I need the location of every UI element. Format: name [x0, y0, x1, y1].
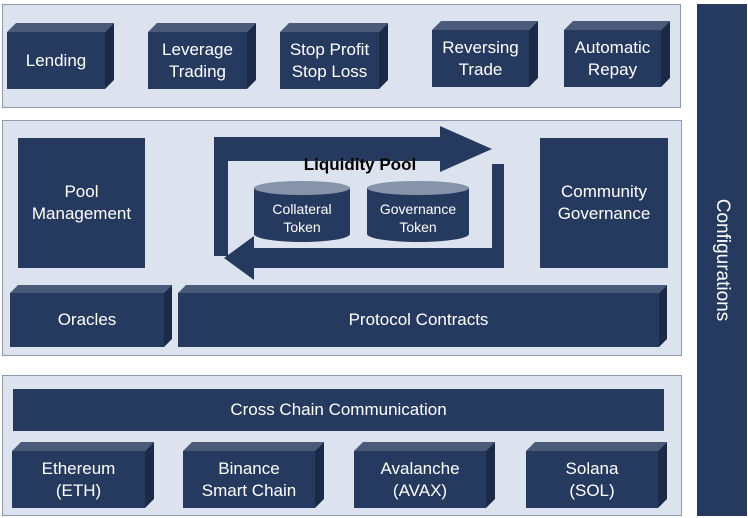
box-3d-shape [148, 23, 256, 89]
feature-label: Leverage Trading [148, 32, 247, 89]
feature-lending[interactable]: Lending [7, 23, 114, 89]
collateral-token-cylinder[interactable]: Collateral Token [254, 180, 350, 242]
configurations-label: Configurations [712, 198, 733, 322]
box-3d-shape [354, 442, 495, 508]
feature-label: Automatic Repay [564, 30, 661, 87]
chain-label: Avalanche (AVAX) [354, 451, 486, 508]
token-label: Collateral Token [272, 201, 332, 235]
oracles-label: Oracles [10, 293, 164, 347]
box-3d-shape [178, 285, 667, 347]
chain-avalanche[interactable]: Avalanche (AVAX) [354, 442, 495, 508]
box-3d-shape [432, 21, 538, 87]
feature-stop-profit-stop-loss[interactable]: Stop Profit Stop Loss [280, 23, 388, 89]
chain-binance-smart-chain[interactable]: Binance Smart Chain [183, 442, 324, 508]
cylinder-shape [254, 181, 350, 242]
protocol-contracts-box[interactable]: Protocol Contracts [178, 285, 667, 347]
token-label: Governance Token [379, 201, 457, 235]
chain-solana[interactable]: Solana (SOL) [526, 442, 667, 508]
box-3d-shape [526, 442, 667, 508]
box-3d-shape [12, 442, 154, 508]
chain-label: Solana (SOL) [526, 451, 658, 508]
chain-label: Ethereum (ETH) [12, 451, 145, 508]
box-3d-shape [280, 23, 388, 89]
governance-token-cylinder[interactable]: Governance Token [367, 180, 469, 242]
feature-reversing-trade[interactable]: Reversing Trade [432, 21, 538, 87]
chain-ethereum[interactable]: Ethereum (ETH) [12, 442, 154, 508]
feature-label: Reversing Trade [432, 30, 529, 87]
configurations-bar[interactable]: Configurations [697, 4, 747, 516]
box-3d-shape [7, 23, 114, 89]
chain-label: Binance Smart Chain [183, 451, 315, 508]
feature-label: Lending [7, 32, 105, 89]
liquidity-pool-title: Liquidity Pool [303, 155, 417, 174]
box-3d-shape [564, 21, 670, 87]
feature-automatic-repay[interactable]: Automatic Repay [564, 21, 670, 87]
feature-leverage-trading[interactable]: Leverage Trading [148, 23, 256, 89]
box-3d-shape [183, 442, 324, 508]
protocol-contracts-label: Protocol Contracts [178, 293, 659, 347]
oracles-box[interactable]: Oracles [10, 285, 172, 347]
cross-chain-communication-bar[interactable]: Cross Chain Communication [13, 389, 664, 431]
community-governance-box[interactable]: Community Governance [540, 138, 668, 268]
pool-management-box[interactable]: Pool Management [18, 138, 145, 268]
arrow-right-icon [214, 126, 492, 204]
arrow-left-icon [224, 164, 504, 280]
box-3d-shape [10, 285, 172, 347]
arrow-segment [214, 204, 228, 256]
liquidity-cycle-arrows [214, 126, 504, 280]
feature-label: Stop Profit Stop Loss [280, 32, 379, 89]
cylinder-shape [367, 181, 469, 242]
